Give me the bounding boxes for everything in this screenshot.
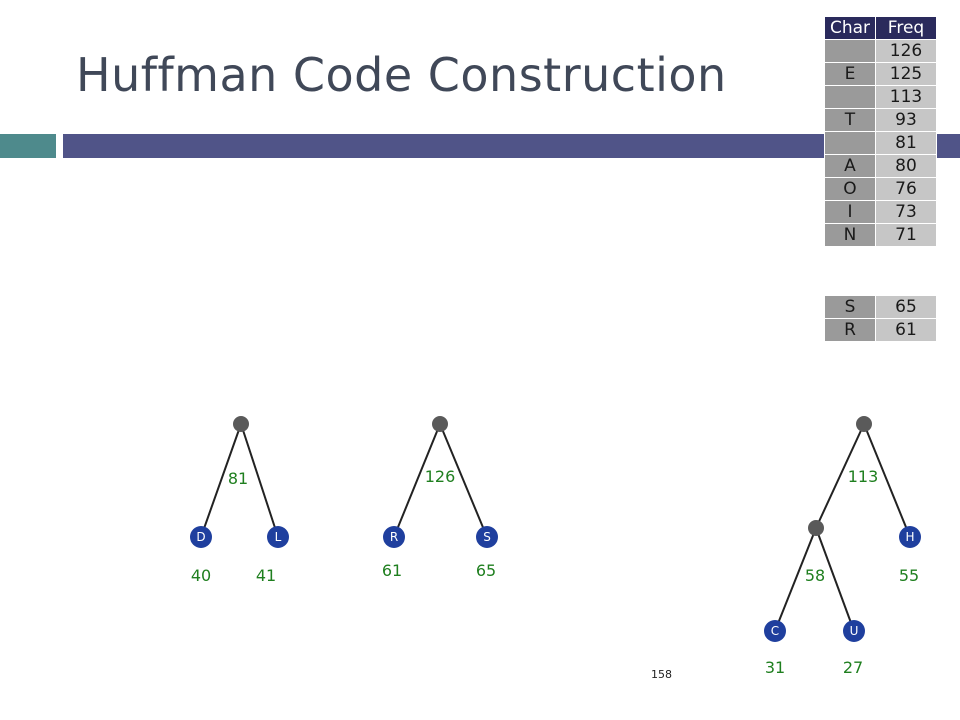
internal-node — [808, 520, 824, 536]
row-freq: 76 — [875, 177, 937, 201]
header-freq: Freq — [875, 16, 937, 40]
leaf-weight: 40 — [191, 566, 211, 585]
node-weight: 113 — [848, 467, 879, 486]
leaf-char: L — [275, 530, 282, 544]
row-char — [824, 131, 876, 155]
leaf-weight: 65 — [476, 561, 496, 580]
tree-edge — [393, 423, 441, 538]
internal-node — [233, 416, 249, 432]
row-freq: 61 — [875, 318, 937, 342]
row-char: A — [824, 154, 876, 178]
row-char: O — [824, 177, 876, 201]
leaf-weight: 41 — [256, 566, 276, 585]
leaf-char: D — [196, 530, 205, 544]
row-freq: 113 — [875, 85, 937, 109]
slide-title: Huffman Code Construction — [76, 48, 727, 102]
table-row: 126 — [824, 39, 937, 63]
internal-node — [432, 416, 448, 432]
table-row: 81 — [824, 131, 937, 155]
leaf-node-r — [383, 526, 405, 548]
leaf-char: C — [771, 624, 779, 638]
leaf-node-h — [899, 526, 921, 548]
title-accent-bar — [0, 134, 56, 158]
tree-edge — [863, 423, 911, 538]
row-char: I — [824, 200, 876, 224]
row-char: E — [824, 62, 876, 86]
leaf-char: R — [390, 530, 398, 544]
row-char: R — [824, 318, 876, 342]
row-freq: 71 — [875, 223, 937, 247]
tree-edge — [240, 423, 279, 538]
node-weight: 58 — [805, 566, 825, 585]
internal-node — [856, 416, 872, 432]
leaf-node-l — [267, 526, 289, 548]
tree-edge — [439, 423, 488, 538]
leaf-weight: 55 — [899, 566, 919, 585]
tree-d-l: 81 D L 40 41 — [190, 416, 289, 585]
row-char — [824, 39, 876, 63]
leaf-weight: 31 — [765, 658, 785, 677]
leaf-char: H — [905, 530, 914, 544]
row-freq: 126 — [875, 39, 937, 63]
row-freq: 65 — [875, 295, 937, 319]
tree-c-u-h: 113 H 58 55 C U 31 27 — [764, 416, 921, 677]
row-char: N — [824, 223, 876, 247]
row-char — [824, 85, 876, 109]
table-header-row: Char Freq — [824, 16, 937, 40]
leaf-node-s — [476, 526, 498, 548]
tree-edge — [815, 423, 865, 529]
leaf-char: U — [850, 624, 859, 638]
tree-edge — [774, 527, 817, 632]
node-weight: 81 — [228, 469, 248, 488]
tree-edge — [815, 527, 855, 632]
page-number: 158 — [651, 668, 672, 681]
table-row: 113 — [824, 85, 937, 109]
leaf-weight: 27 — [843, 658, 863, 677]
title-underline-bar — [63, 134, 960, 158]
row-freq: 81 — [875, 131, 937, 155]
row-freq: 80 — [875, 154, 937, 178]
leaf-node-u — [843, 620, 865, 642]
leaf-node-d — [190, 526, 212, 548]
tree-edge — [200, 423, 242, 538]
tree-r-s: 126 R S 61 65 — [382, 416, 498, 580]
node-weight: 126 — [425, 467, 456, 486]
leaf-char: S — [483, 530, 491, 544]
leaf-node-c — [764, 620, 786, 642]
leaf-weight: 61 — [382, 561, 402, 580]
